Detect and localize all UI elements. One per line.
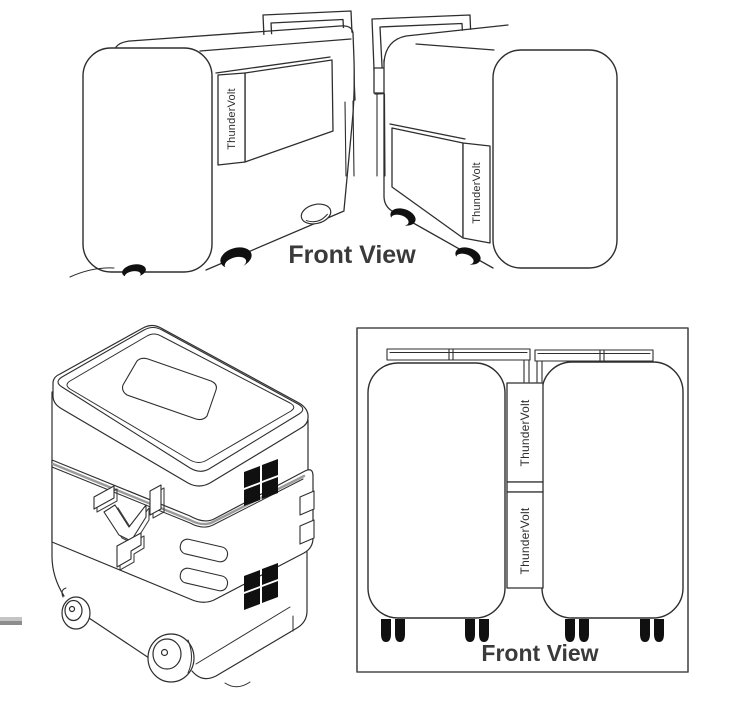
robot-solar-grid-lower [244,563,278,610]
box-left-case [367,362,506,619]
left-suitcase-wheels [122,203,332,280]
robot-logo [93,484,165,571]
right-battery-pack: ThunderVolt [389,123,491,244]
front-view-box: ThunderVolt ThunderVolt Front View [356,327,689,673]
right-suitcase-drawing: ThunderVolt [371,14,618,269]
box-lower-pack [506,491,544,589]
robot-solar-grid-upper [244,459,278,506]
box-front-view-caption: Front View [481,640,598,666]
left-suitcase-drawing: ThunderVolt [69,10,356,280]
top-front-view-caption: Front View [288,241,416,269]
robot-wheels [61,587,251,688]
right-suitcase-wheels [390,208,481,265]
robot-isometric-drawing [51,324,315,688]
left-edge-divider-bar [0,617,22,625]
box-stack-divider [506,481,544,493]
box-battery-stack: ThunderVolt ThunderVolt [506,382,544,589]
box-handles [386,348,654,383]
box-lower-pack-label: ThunderVolt [518,507,532,574]
box-upper-pack-label: ThunderVolt [518,399,532,466]
right-battery-pack-label: ThunderVolt [471,162,483,224]
ground-line [69,267,115,278]
robot-lid-screen [121,357,217,421]
left-battery-pack-label: ThunderVolt [226,88,238,150]
robot-lid [52,324,309,487]
box-feet [381,619,664,642]
left-battery-pack: ThunderVolt [215,56,334,166]
box-right-case [541,361,684,619]
robot-front-slots [179,490,315,592]
